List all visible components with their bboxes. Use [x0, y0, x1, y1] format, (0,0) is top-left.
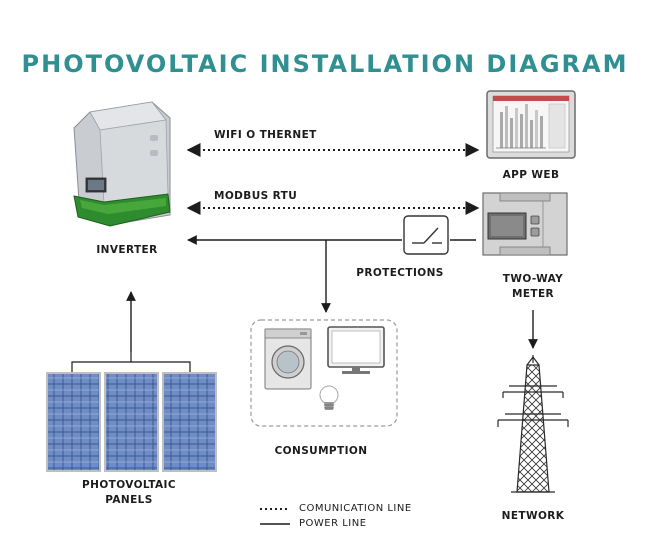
power-tower-icon — [497, 355, 569, 493]
inverter-icon — [73, 101, 171, 227]
panels-label-line2: PANELS — [105, 494, 153, 506]
app-web-icon — [486, 90, 576, 159]
solar-panels-icon — [46, 372, 217, 472]
modbus-label: MODBUS RTU — [214, 190, 298, 202]
network-label: NETWORK — [501, 510, 565, 522]
washing-machine-icon — [264, 328, 312, 390]
page-title: PHOTOVOLTAIC INSTALLATION DIAGRAM — [21, 50, 629, 78]
meter-label-line2: METER — [511, 288, 555, 300]
app-web-label: APP WEB — [502, 169, 560, 181]
meter-label-line1: TWO-WAY — [502, 273, 564, 285]
light-bulb-icon — [319, 385, 339, 410]
wifi-label: WIFI O THERNET — [214, 129, 317, 141]
consumption-box — [250, 319, 398, 427]
protections-label: PROTECTIONS — [356, 267, 444, 279]
television-icon — [327, 326, 385, 374]
panels-label-line1: PHOTOVOLTAIC — [82, 479, 176, 491]
legend-power-label: POWER LINE — [299, 518, 367, 529]
consumption-label: CONSUMPTION — [274, 445, 368, 457]
meter-icon — [482, 192, 568, 256]
protection-switch-icon — [403, 215, 449, 255]
legend-comm-label: COMUNICATION LINE — [299, 503, 412, 514]
inverter-label: INVERTER — [96, 244, 158, 256]
